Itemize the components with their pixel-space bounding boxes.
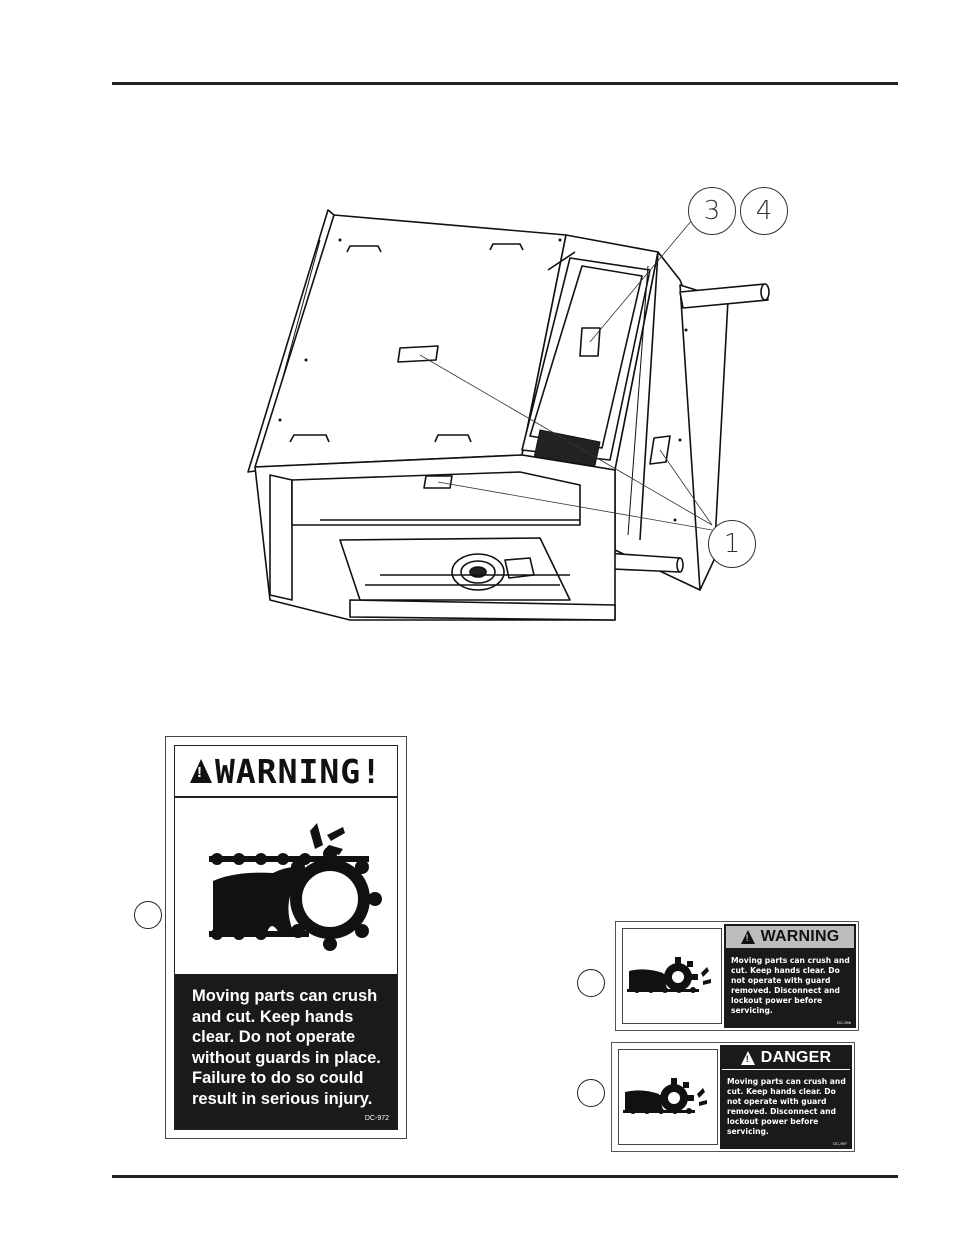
label-warning-header: WARNING xyxy=(726,926,854,948)
label-large-header-text: WARNING! xyxy=(215,751,382,791)
label-warning-callout-circle xyxy=(577,969,605,997)
hand-sprocket-icon xyxy=(618,1049,718,1145)
label-large-code: DC-972 xyxy=(364,1115,389,1122)
label-warning-text-panel: WARNING Moving parts can crush and cut. … xyxy=(724,924,856,1028)
machine-drawing-svg xyxy=(247,209,770,621)
header-rule xyxy=(112,82,898,85)
label-large-header: WARNING! xyxy=(175,746,397,798)
label-warning-message: Moving parts can crush and cut. Keep han… xyxy=(731,956,850,1015)
machine-isometric-drawing: 3 4 1 xyxy=(230,180,810,645)
label-large-frame: WARNING! xyxy=(174,745,398,1130)
label-danger-text-panel: DANGER Moving parts can crush and cut. K… xyxy=(720,1045,852,1149)
callout-3: 3 xyxy=(688,187,736,235)
warning-label-large: WARNING! xyxy=(165,736,407,1139)
leader-lines xyxy=(419,219,713,531)
hand-chain-sprocket-icon xyxy=(175,801,397,979)
label-warning-header-text: WARNING xyxy=(760,928,840,945)
danger-label-small: DANGER Moving parts can crush and cut. K… xyxy=(611,1042,855,1152)
label-danger-message: Moving parts can crush and cut. Keep han… xyxy=(727,1077,846,1136)
warning-triangle-icon xyxy=(740,930,755,944)
label-large-callout-circle xyxy=(134,901,162,929)
label-danger-header: DANGER xyxy=(722,1047,850,1070)
label-large-message: Moving parts can crush and cut. Keep han… xyxy=(192,987,381,1108)
footer-rule xyxy=(112,1175,898,1178)
hand-sprocket-icon xyxy=(622,928,722,1024)
warning-triangle-icon xyxy=(740,1051,755,1065)
warning-label-small: WARNING Moving parts can crush and cut. … xyxy=(615,921,859,1031)
callout-1: 1 xyxy=(708,520,756,568)
label-danger-callout-circle xyxy=(577,1079,605,1107)
label-danger-code: DC-997 xyxy=(833,1141,847,1146)
callout-4: 4 xyxy=(740,187,788,235)
label-warning-code: DC-996 xyxy=(837,1020,851,1025)
label-large-message-panel: Moving parts can crush and cut. Keep han… xyxy=(175,974,397,1129)
warning-triangle-icon xyxy=(190,759,213,783)
label-danger-header-text: DANGER xyxy=(760,1049,832,1066)
